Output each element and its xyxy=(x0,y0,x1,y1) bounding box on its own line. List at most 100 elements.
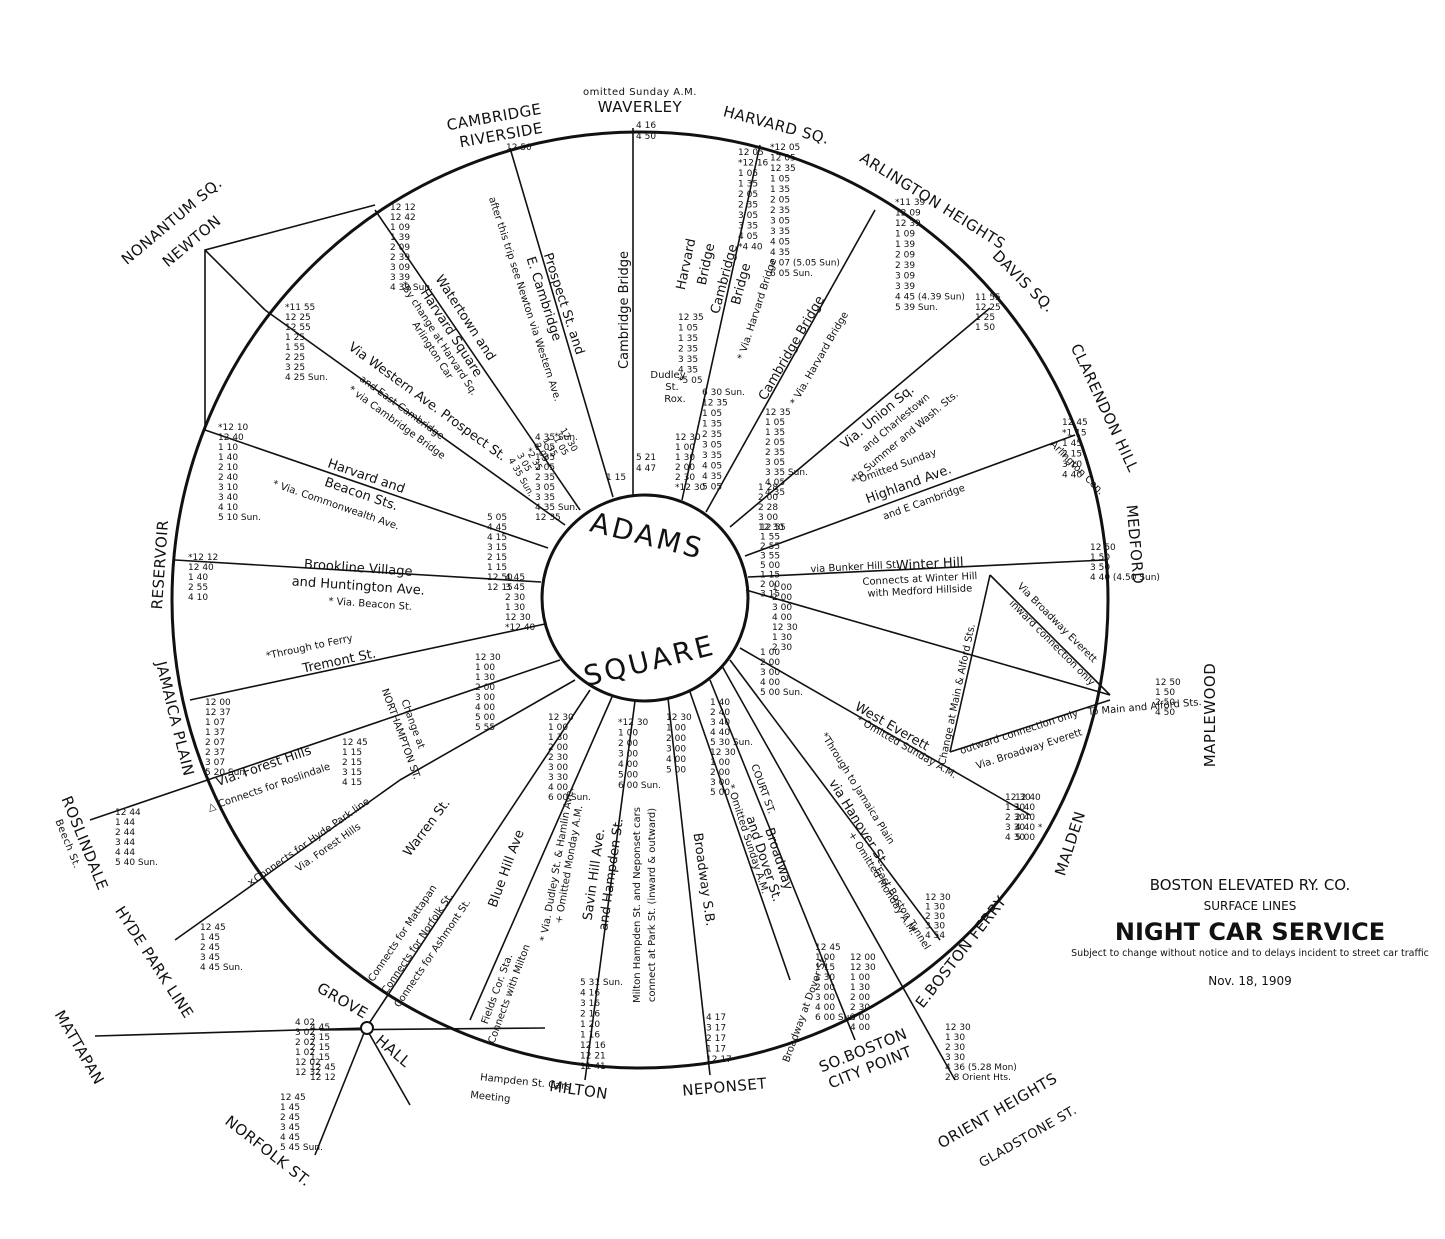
time-entry: 5 21 xyxy=(636,453,656,463)
spoke-northampton xyxy=(399,679,576,781)
time-entry: 1 30 xyxy=(815,973,835,983)
time-entry: 2 30 xyxy=(945,1043,965,1053)
time-entry: 2 09 xyxy=(895,251,915,261)
time-entry: 1 05 xyxy=(770,175,790,185)
time-entry: 2 05 xyxy=(765,438,785,448)
time-entry: 1 16 xyxy=(580,1031,600,1041)
time-entry: 12 30 xyxy=(666,713,692,723)
time-entry: 2 45 xyxy=(200,943,220,953)
time-entry: 4 00 xyxy=(815,1003,835,1013)
time-entry: 2 05 xyxy=(535,463,555,473)
spoke-watertown xyxy=(374,209,581,511)
time-entry: 2 00 xyxy=(760,658,780,668)
time-entry: 4 10 xyxy=(218,503,238,513)
time-entry: 2 00 xyxy=(666,734,686,744)
time-entry: 4 35 Sun. xyxy=(535,433,578,443)
time-entry: 1 35 xyxy=(765,428,785,438)
time-entry: 1 05 xyxy=(535,443,555,453)
time-entry: 4 35 xyxy=(678,366,698,376)
time-entry: 2 35 xyxy=(535,473,555,483)
time-entry: 1 00 xyxy=(548,723,568,733)
time-entry: 2 37 xyxy=(205,748,225,758)
time-entry: 1 15 xyxy=(760,571,780,581)
times-harvard-sq-out-2: 12 05*12 161 051 352 052 353 053 354 05*… xyxy=(738,148,769,253)
time-entry: 4 54 xyxy=(925,931,945,941)
time-entry: 1 07 xyxy=(205,718,225,728)
time-entry: 12 17 xyxy=(706,1055,732,1065)
time-entry: 4 35 xyxy=(702,472,722,482)
times-malden-out: 12 401 402 404 40 *5 00 xyxy=(1015,793,1043,843)
time-entry: 12 40 xyxy=(1015,793,1041,803)
time-entry: 5 00 xyxy=(1015,833,1035,843)
time-entry: 2 40 xyxy=(710,708,730,718)
time-entry: 12 35 xyxy=(770,164,796,174)
time-entry: 3 44 xyxy=(115,838,135,848)
grove-south-link xyxy=(365,1027,411,1106)
time-entry: 2 30 xyxy=(675,473,695,483)
time-entry: 2 02 xyxy=(295,1038,315,1048)
time-entry: 1 45 xyxy=(1062,439,1082,449)
time-entry: 1 45 xyxy=(280,1103,300,1113)
route-dudley-rox-2: St. xyxy=(665,382,678,393)
time-entry: 12 50 xyxy=(506,143,532,153)
time-entry: 5 00 xyxy=(618,771,638,781)
times-blue-hill-out: 12 301 001 302 002 303 003 304 006 00 Su… xyxy=(548,713,591,803)
times-harvard-bridge-in: 12 351 051 352 353 354 35*5 05 xyxy=(678,313,704,386)
times-orient-out: 12 301 302 303 304 36 (5.28 Mon)2 8 Orie… xyxy=(945,1023,1017,1083)
time-entry: 12 21 xyxy=(580,1052,606,1062)
time-entry: 12 32 xyxy=(295,1068,321,1078)
time-entry: *12 30 xyxy=(675,483,706,493)
route-winter-hill: Winter Hill xyxy=(896,555,964,574)
time-entry: 3 10 xyxy=(1062,460,1082,470)
time-entry: 5 31 Sun. xyxy=(580,978,623,988)
time-entry: *12 05 xyxy=(770,143,800,153)
time-entry: 3 09 xyxy=(390,263,410,273)
times-roslindale-out: 12 441 442 443 444 445 40 Sun. xyxy=(115,808,158,868)
time-entry: 3 30 xyxy=(1005,823,1025,833)
route-dudley-rox-1: Dudley xyxy=(650,370,685,381)
time-entry: 3 07 xyxy=(205,758,225,768)
connector-lines xyxy=(94,204,1111,1156)
time-entry: 3 30 xyxy=(548,773,568,783)
mattapan-spoke xyxy=(94,1027,367,1037)
spoke-grove-hall xyxy=(365,689,591,1029)
time-entry: 4 40 * xyxy=(1015,823,1043,833)
time-entry: 1 30 xyxy=(475,673,495,683)
time-entry: 4 00 xyxy=(548,783,568,793)
time-entry: 1 05 xyxy=(738,169,758,179)
times-norfolk-out: 12 451 452 453 454 455 45 Sun. xyxy=(280,1093,323,1153)
spoke-milton xyxy=(584,700,636,1081)
time-entry: 4 05 xyxy=(738,232,758,242)
time-entry: 2 39 xyxy=(390,253,410,263)
times-everett-in: 1 002 003 004 005 00 Sun. xyxy=(760,648,803,698)
times-medford-out: 12 501 503 504 40 (4.50 Sun) xyxy=(1090,543,1160,583)
time-entry: 1 30 xyxy=(548,733,568,743)
time-entry: 11 55 xyxy=(975,293,1001,303)
spoke-arlington xyxy=(705,209,876,513)
time-entry: 2 00 xyxy=(850,993,870,1003)
time-entry: *5 05 xyxy=(678,376,703,386)
title-block: BOSTON ELEVATED RY. CO. SURFACE LINES NI… xyxy=(1071,876,1429,988)
time-entry: 1 05 xyxy=(702,409,722,419)
time-entry: 3 39 xyxy=(895,282,915,292)
time-entry: 12 44 xyxy=(115,808,141,818)
time-entry: 3 50 xyxy=(1090,563,1110,573)
time-entry: 1 35 xyxy=(535,453,555,463)
time-entry: 2 25 xyxy=(285,353,305,363)
spoke-riverside xyxy=(509,147,614,498)
time-entry: 2 00 xyxy=(675,463,695,473)
time-entry: 4 00 xyxy=(772,613,792,623)
time-entry: 1 40 xyxy=(188,573,208,583)
time-entry: 5 45 Sun. xyxy=(280,1143,323,1153)
time-entry: 6 30 Sun. xyxy=(702,388,745,398)
time-entry: 12 05 xyxy=(770,154,796,164)
times-waverley-in: 5 214 47 xyxy=(636,453,656,474)
times-clarendon-out: 12 45*1 151 452 153 104 40 xyxy=(1062,418,1088,481)
time-entry: *12 10 xyxy=(218,423,249,433)
time-entry: *1 15 xyxy=(1062,429,1087,439)
time-entry: 2 07 xyxy=(205,738,225,748)
time-entry: 2 45 xyxy=(280,1113,300,1123)
